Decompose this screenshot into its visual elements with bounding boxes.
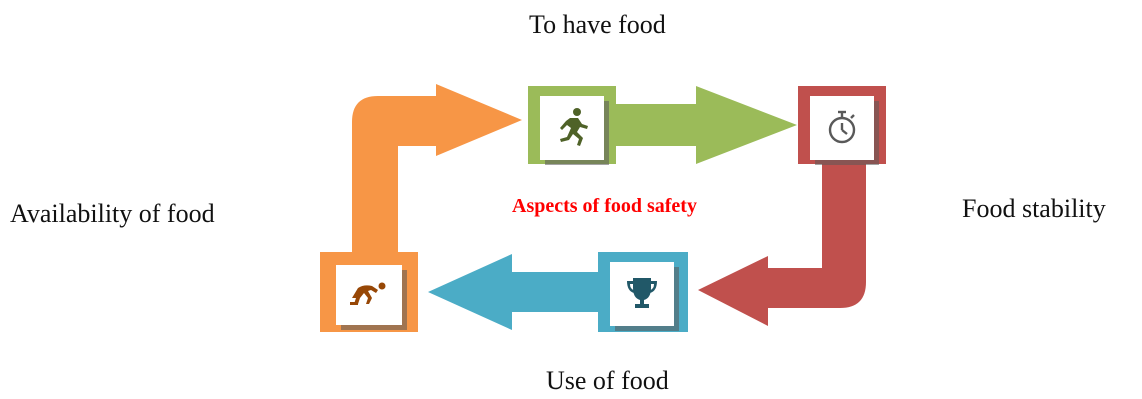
blue-box xyxy=(598,252,688,332)
orange-arrow xyxy=(352,84,522,254)
blue-arrow xyxy=(428,254,598,330)
orange-box xyxy=(320,252,418,332)
trophy-icon xyxy=(627,278,657,308)
starting-block-runner-icon xyxy=(350,282,386,305)
label-use-of-food: Use of food xyxy=(546,366,669,395)
running-person-icon xyxy=(560,108,588,146)
center-title: Aspects of food safety xyxy=(512,195,697,217)
label-availability-of-food: Availability of food xyxy=(10,199,215,228)
stopwatch-icon xyxy=(828,110,856,144)
red-box xyxy=(798,86,886,165)
green-arrow xyxy=(614,86,797,164)
red-arrow xyxy=(698,164,866,326)
label-food-stability: Food stability xyxy=(962,194,1106,223)
green-box xyxy=(528,86,616,165)
label-to-have-food: To have food xyxy=(529,10,666,39)
